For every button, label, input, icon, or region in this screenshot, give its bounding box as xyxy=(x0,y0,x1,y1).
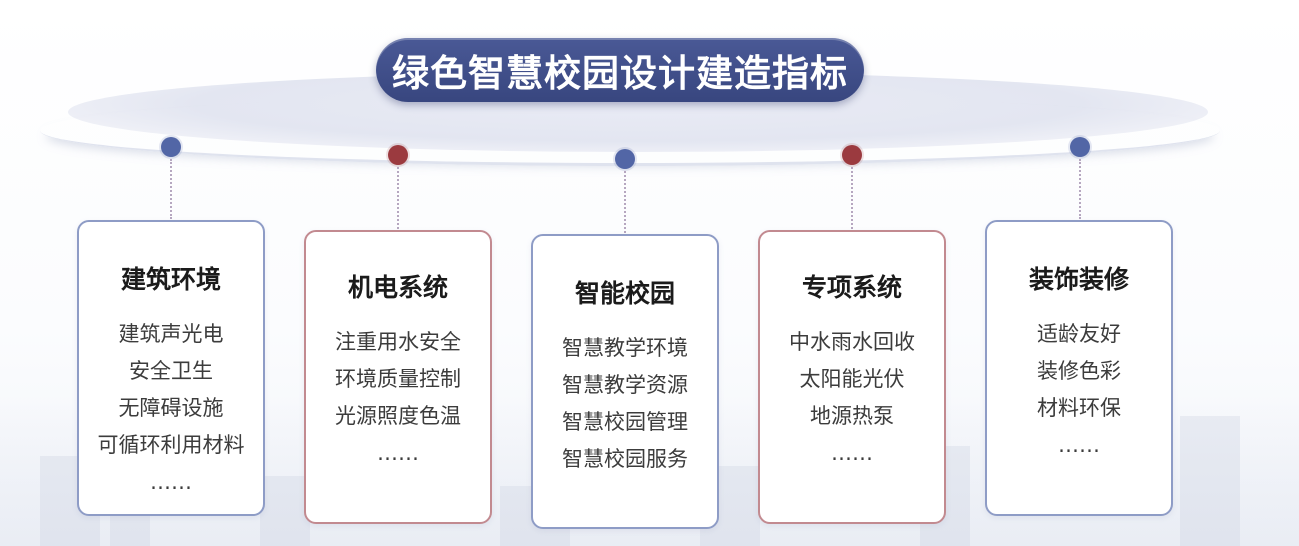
list-item: 智慧教学资源 xyxy=(562,373,688,397)
card-smart-campus: 智能校园 智慧教学环境 智慧教学资源 智慧校园管理 智慧校园服务 xyxy=(531,234,719,529)
list-item: 装修色彩 xyxy=(1037,359,1121,383)
connector-dot-4 xyxy=(842,145,862,165)
list-item: 注重用水安全 xyxy=(335,330,461,354)
card-heading: 建筑环境 xyxy=(120,265,221,294)
card-item-list: 注重用水安全 环境质量控制 光源照度色温 …… xyxy=(306,324,490,472)
card-decoration: 装饰装修 适龄友好 装修色彩 材料环保 …… xyxy=(985,220,1173,516)
list-item: 光源照度色温 xyxy=(335,404,461,428)
list-item: 中水雨水回收 xyxy=(789,330,915,354)
connector-dot-5 xyxy=(1070,137,1090,157)
card-heading: 智能校园 xyxy=(574,279,675,308)
list-item: 智慧校园服务 xyxy=(562,447,688,471)
card-heading: 机电系统 xyxy=(347,273,448,302)
card-heading: 专项系统 xyxy=(801,273,902,302)
list-item: 智慧教学环境 xyxy=(562,336,688,360)
connector-line-4 xyxy=(851,167,853,229)
list-item: …… xyxy=(377,441,419,465)
list-item: 安全卫生 xyxy=(129,359,213,383)
connector-dot-1 xyxy=(161,137,181,157)
list-item: …… xyxy=(1058,433,1100,457)
card-mep-systems: 机电系统 注重用水安全 环境质量控制 光源照度色温 …… xyxy=(304,230,492,524)
list-item: 可循环利用材料 xyxy=(97,433,245,457)
list-item: 智慧校园管理 xyxy=(562,410,688,434)
list-item: 材料环保 xyxy=(1037,396,1121,420)
card-item-list: 建筑声光电 安全卫生 无障碍设施 可循环利用材料 …… xyxy=(79,316,263,501)
list-item: 适龄友好 xyxy=(1037,322,1121,346)
connector-line-3 xyxy=(624,171,626,233)
card-heading: 装饰装修 xyxy=(1028,265,1129,294)
list-item: 环境质量控制 xyxy=(335,367,461,391)
card-item-list: 智慧教学环境 智慧教学资源 智慧校园管理 智慧校园服务 xyxy=(533,330,717,478)
connector-line-2 xyxy=(397,167,399,229)
connector-dot-2 xyxy=(388,145,408,165)
card-building-environment: 建筑环境 建筑声光电 安全卫生 无障碍设施 可循环利用材料 …… xyxy=(77,220,265,516)
list-item: …… xyxy=(150,470,192,494)
connector-line-1 xyxy=(170,159,172,219)
connector-line-5 xyxy=(1079,159,1081,219)
diagram-title: 绿色智慧校园设计建造指标 xyxy=(376,38,864,102)
connector-dot-3 xyxy=(615,149,635,169)
list-item: 地源热泵 xyxy=(810,404,894,428)
list-item: 无障碍设施 xyxy=(118,396,224,420)
card-item-list: 适龄友好 装修色彩 材料环保 …… xyxy=(987,316,1171,464)
list-item: 建筑声光电 xyxy=(118,322,224,346)
list-item: …… xyxy=(831,441,873,465)
card-item-list: 中水雨水回收 太阳能光伏 地源热泵 …… xyxy=(760,324,944,472)
list-item: 太阳能光伏 xyxy=(799,367,905,391)
card-special-systems: 专项系统 中水雨水回收 太阳能光伏 地源热泵 …… xyxy=(758,230,946,524)
